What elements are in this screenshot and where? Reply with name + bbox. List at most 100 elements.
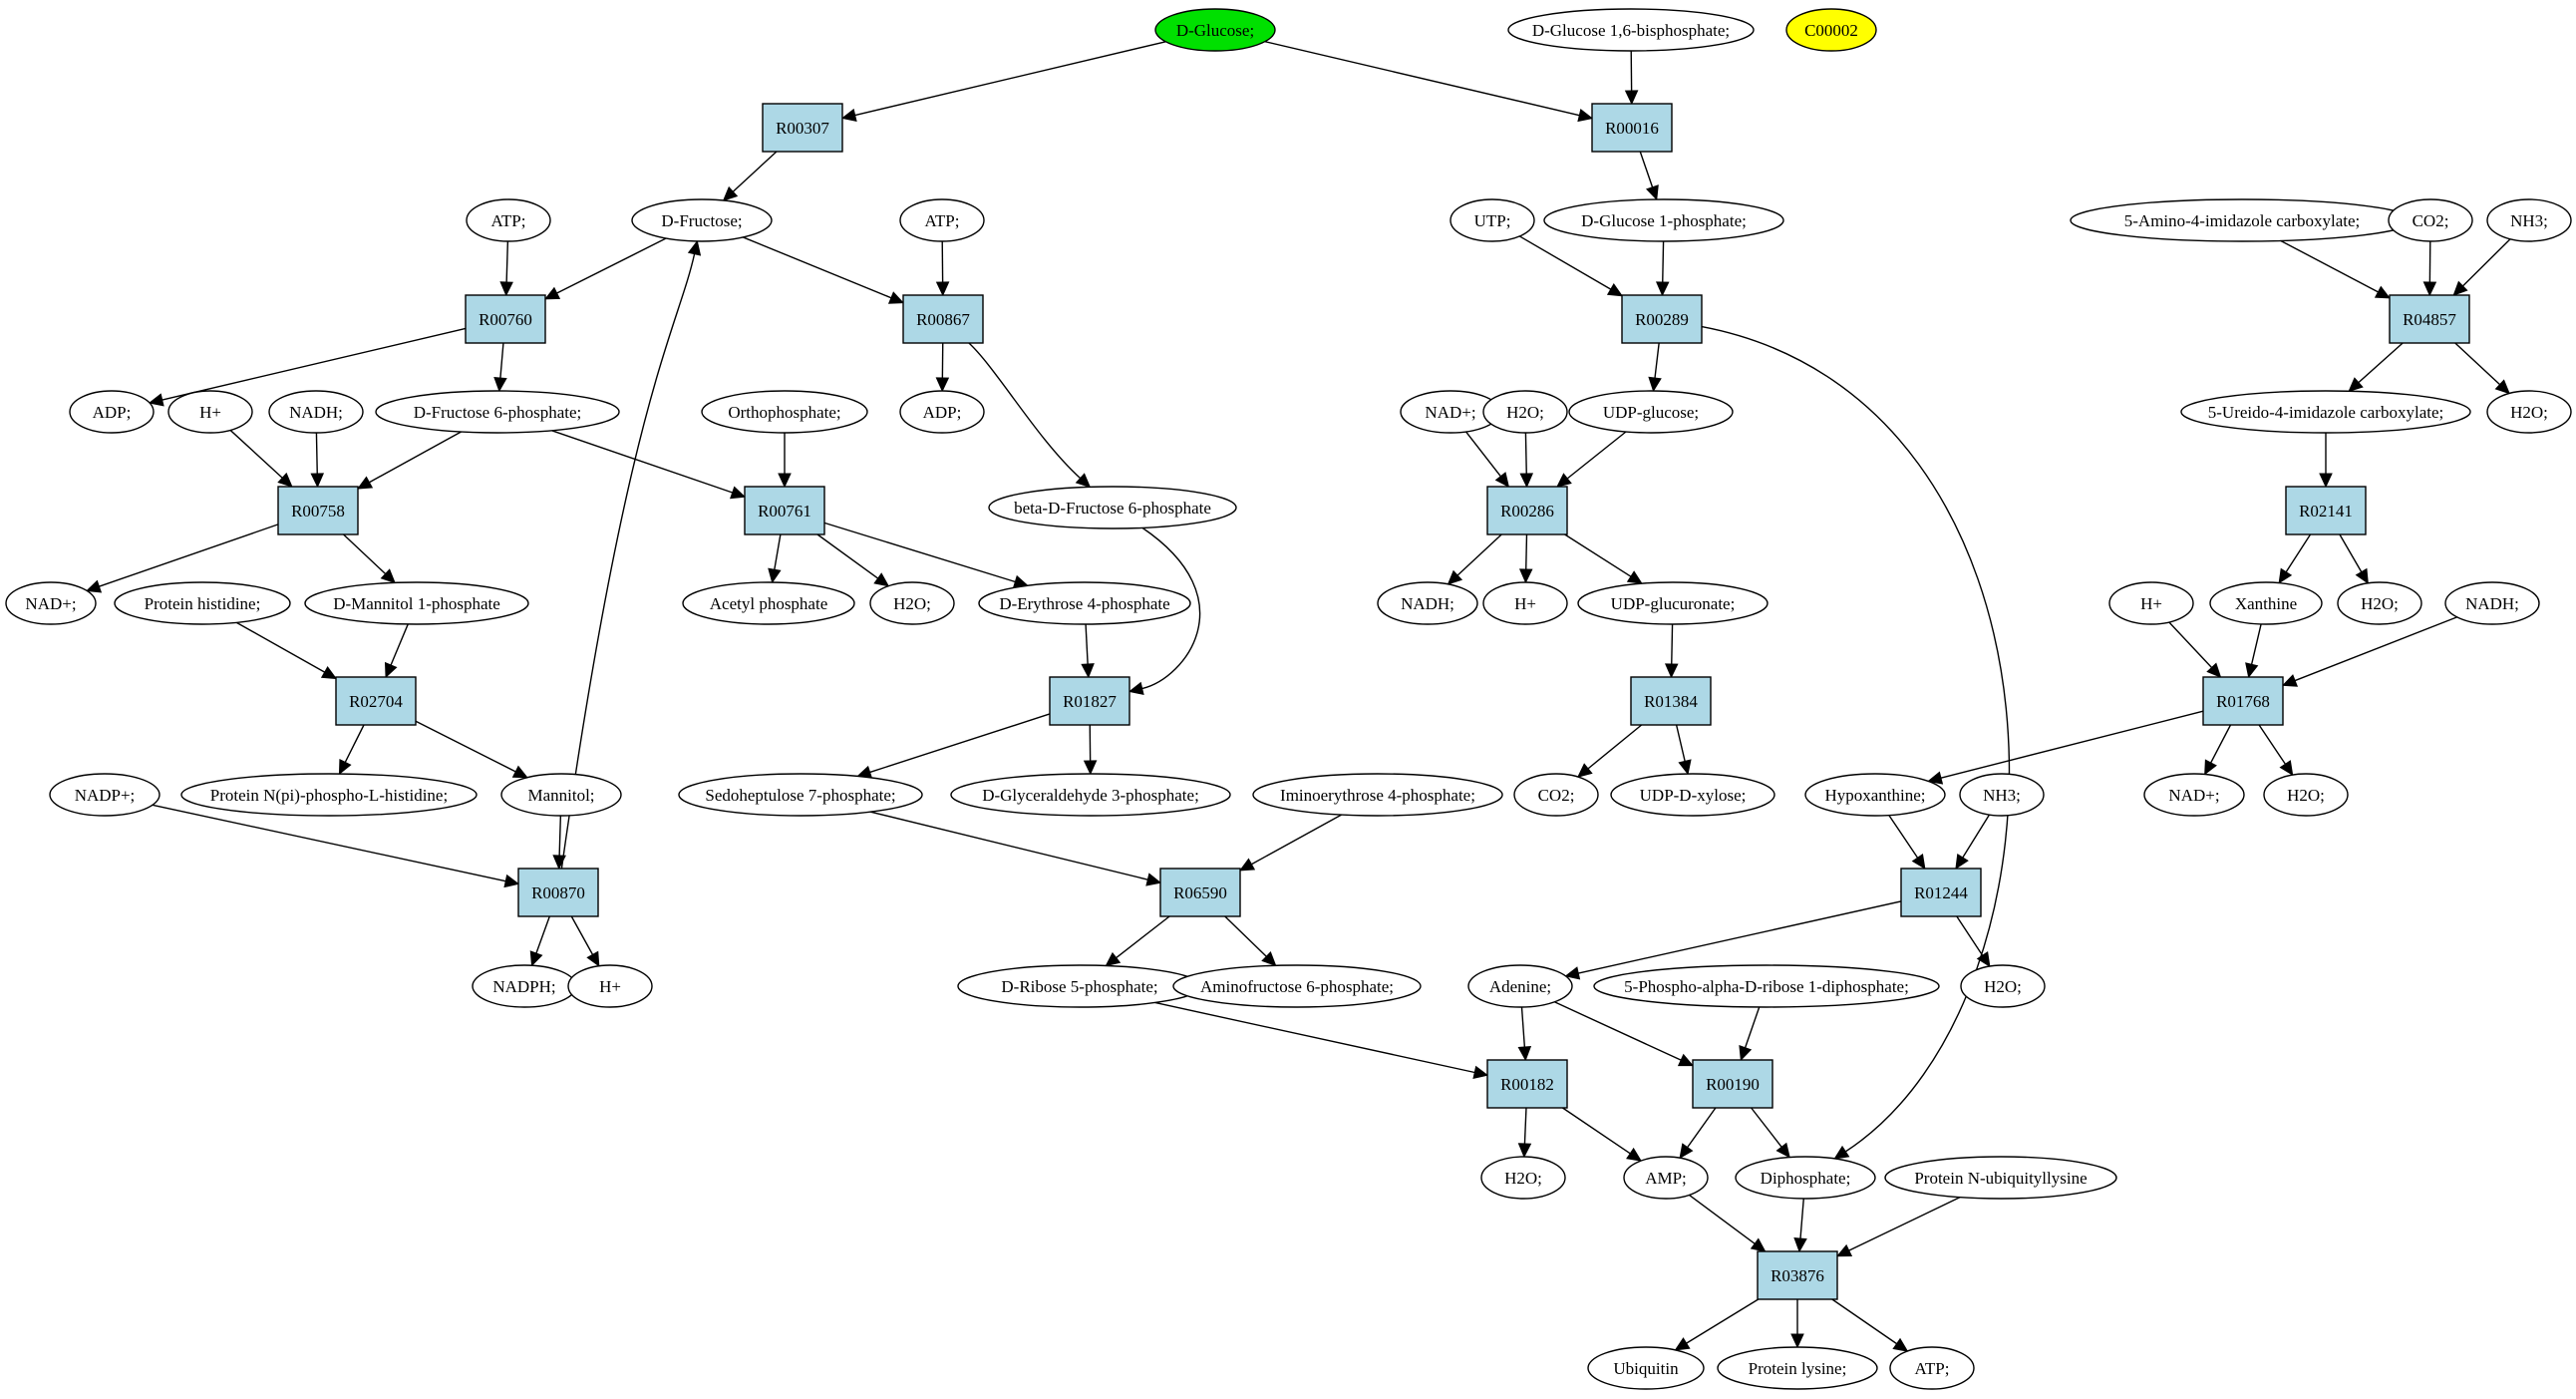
metabolite-plys[interactable]: Protein lysine;: [1717, 1346, 1878, 1390]
reaction-r04857[interactable]: R04857: [2389, 294, 2470, 344]
metabolite-hp1[interactable]: H+: [167, 390, 253, 434]
metabolite-pnubl[interactable]: Protein N-ubiquityllysine: [1884, 1156, 2117, 1200]
metabolite-atp3[interactable]: ATP;: [1889, 1346, 1975, 1390]
metabolite-glc[interactable]: D-Glucose;: [1154, 8, 1276, 52]
reaction-r03876[interactable]: R03876: [1757, 1250, 1838, 1300]
reaction-r00761[interactable]: R00761: [744, 486, 825, 535]
metabolite-s7p[interactable]: Sedoheptulose 7-phosphate;: [678, 773, 923, 817]
reaction-r01827[interactable]: R01827: [1049, 676, 1130, 726]
metabolite-label: NADH;: [1401, 594, 1454, 613]
metabolite-mtl[interactable]: Mannitol;: [500, 773, 622, 817]
metabolite-co2b[interactable]: CO2;: [1513, 773, 1599, 817]
metabolite-label: ATP;: [491, 211, 526, 230]
metabolite-pi[interactable]: Orthophosphate;: [701, 390, 868, 434]
metabolite-g1p[interactable]: D-Glucose 1-phosphate;: [1543, 198, 1784, 242]
reaction-r01768[interactable]: R01768: [2202, 676, 2284, 726]
metabolite-nh3a[interactable]: NH3;: [2486, 198, 2572, 242]
reaction-r00182[interactable]: R00182: [1486, 1059, 1568, 1109]
metabolite-nadh1[interactable]: NADH;: [268, 390, 364, 434]
metabolite-utp[interactable]: UTP;: [1449, 198, 1535, 242]
metabolite-nadpp[interactable]: NADP+;: [49, 773, 161, 817]
metabolite-g16bp[interactable]: D-Glucose 1,6-bisphosphate;: [1507, 8, 1755, 52]
metabolite-nadp1[interactable]: NAD+;: [1400, 390, 1501, 434]
metabolite-nadh2[interactable]: NADH;: [1377, 581, 1478, 625]
reaction-r06590[interactable]: R06590: [1159, 868, 1241, 917]
metabolite-f6p[interactable]: D-Fructose 6-phosphate;: [375, 390, 620, 434]
metabolite-bf6p[interactable]: beta-D-Fructose 6-phosphate: [988, 486, 1237, 529]
metabolite-nad2[interactable]: NAD+;: [2143, 773, 2245, 817]
metabolite-h2o6[interactable]: H2O;: [1960, 964, 2046, 1008]
metabolite-h2o7[interactable]: H2O;: [1480, 1156, 1566, 1200]
metabolite-h2o4[interactable]: H2O;: [2337, 581, 2422, 625]
metabolite-ppi[interactable]: Diphosphate;: [1735, 1156, 1876, 1200]
metabolite-m1p[interactable]: D-Mannitol 1-phosphate: [304, 581, 529, 625]
reaction-r00289[interactable]: R00289: [1621, 294, 1703, 344]
reaction-r00286[interactable]: R00286: [1486, 486, 1568, 535]
metabolite-uica[interactable]: 5-Ureido-4-imidazole carboxylate;: [2180, 390, 2471, 434]
metabolite-label: H2O;: [2510, 403, 2548, 422]
metabolite-co2a[interactable]: CO2;: [2388, 198, 2473, 242]
metabolite-xan[interactable]: Xanthine: [2209, 581, 2323, 625]
reaction-r02141[interactable]: R02141: [2285, 486, 2367, 535]
metabolite-atp1[interactable]: ATP;: [466, 198, 551, 242]
metabolite-prothis[interactable]: Protein histidine;: [114, 581, 291, 625]
reaction-label: R00761: [758, 502, 811, 521]
metabolite-hp2[interactable]: H+: [1482, 581, 1568, 625]
metabolite-h2o1[interactable]: H2O;: [1482, 390, 1568, 434]
metabolite-adp2[interactable]: ADP;: [899, 390, 985, 434]
metabolite-adp1[interactable]: ADP;: [69, 390, 155, 434]
reaction-label: R00190: [1706, 1075, 1760, 1094]
metabolite-prpp[interactable]: 5-Phospho-alpha-D-ribose 1-diphosphate;: [1593, 964, 1940, 1008]
metabolite-r5p[interactable]: D-Ribose 5-phosphate;: [957, 964, 1202, 1008]
metabolite-atp2[interactable]: ATP;: [899, 198, 985, 242]
reaction-label: R00182: [1500, 1075, 1554, 1094]
metabolite-ubq[interactable]: Ubiquitin: [1587, 1346, 1705, 1390]
metabolite-aica[interactable]: 5-Amino-4-imidazole carboxylate;: [2070, 198, 2415, 242]
metabolite-nadph[interactable]: NADPH;: [472, 964, 577, 1008]
metabolite-hp3[interactable]: H+: [2108, 581, 2194, 625]
reaction-r00760[interactable]: R00760: [465, 294, 546, 344]
metabolite-e4p[interactable]: D-Erythrose 4-phosphate: [978, 581, 1191, 625]
edge-r03876-to-atp3: [1831, 1298, 1909, 1352]
metabolite-hp4[interactable]: H+: [567, 964, 653, 1008]
metabolite-acp[interactable]: Acetyl phosphate: [682, 581, 855, 625]
metabolite-udpg[interactable]: UDP-glucose;: [1568, 390, 1734, 434]
reaction-r00016[interactable]: R00016: [1591, 103, 1673, 153]
metabolite-udpx[interactable]: UDP-D-xylose;: [1610, 773, 1775, 817]
metabolite-ie4p[interactable]: Iminoerythrose 4-phosphate;: [1252, 773, 1503, 817]
metabolite-nad1[interactable]: NAD+;: [5, 581, 97, 625]
reaction-r01244[interactable]: R01244: [1900, 868, 1982, 917]
metabolite-ade[interactable]: Adenine;: [1467, 964, 1573, 1008]
reaction-label: R06590: [1173, 883, 1227, 902]
metabolite-label: D-Erythrose 4-phosphate: [999, 594, 1169, 613]
metabolite-label: Ubiquitin: [1613, 1359, 1679, 1378]
reaction-r00867[interactable]: R00867: [902, 294, 984, 344]
reaction-label: R02141: [2299, 502, 2353, 521]
metabolite-c00002[interactable]: C00002: [1785, 8, 1877, 52]
edge-r00182-to-h2o7: [1517, 1107, 1532, 1159]
reaction-label: R00867: [916, 310, 970, 329]
metabolite-hyp[interactable]: Hypoxanthine;: [1804, 773, 1946, 817]
metabolite-udpgluc[interactable]: UDP-glucuronate;: [1577, 581, 1769, 625]
edge-utp-to-r00289: [1519, 235, 1624, 297]
reaction-r00307[interactable]: R00307: [762, 103, 843, 153]
metabolite-af6p[interactable]: Aminofructose 6-phosphate;: [1172, 964, 1422, 1008]
reaction-r01384[interactable]: R01384: [1630, 676, 1712, 726]
metabolite-h2o3[interactable]: H2O;: [869, 581, 955, 625]
metabolite-nadh3[interactable]: NADH;: [2444, 581, 2540, 625]
metabolite-amp[interactable]: AMP;: [1623, 1156, 1709, 1200]
edge-r01768-to-h2o5: [2258, 724, 2294, 777]
reaction-r00190[interactable]: R00190: [1692, 1059, 1773, 1109]
metabolite-frc[interactable]: D-Fructose;: [631, 198, 773, 242]
reaction-r02704[interactable]: R02704: [335, 676, 417, 726]
edge-hyp-to-r01244: [1888, 815, 1926, 870]
metabolite-h2o5[interactable]: H2O;: [2263, 773, 2349, 817]
reaction-r00870[interactable]: R00870: [517, 868, 599, 917]
metabolite-gap[interactable]: D-Glyceraldehyde 3-phosphate;: [950, 773, 1231, 817]
metabolite-nh3b[interactable]: NH3;: [1959, 773, 2045, 817]
metabolite-h2o2[interactable]: H2O;: [2486, 390, 2572, 434]
metabolite-protnp[interactable]: Protein N(pi)-phospho-L-histidine;: [180, 773, 478, 817]
edge-r01768-to-nad2: [2204, 724, 2232, 776]
reaction-r00758[interactable]: R00758: [277, 486, 359, 535]
